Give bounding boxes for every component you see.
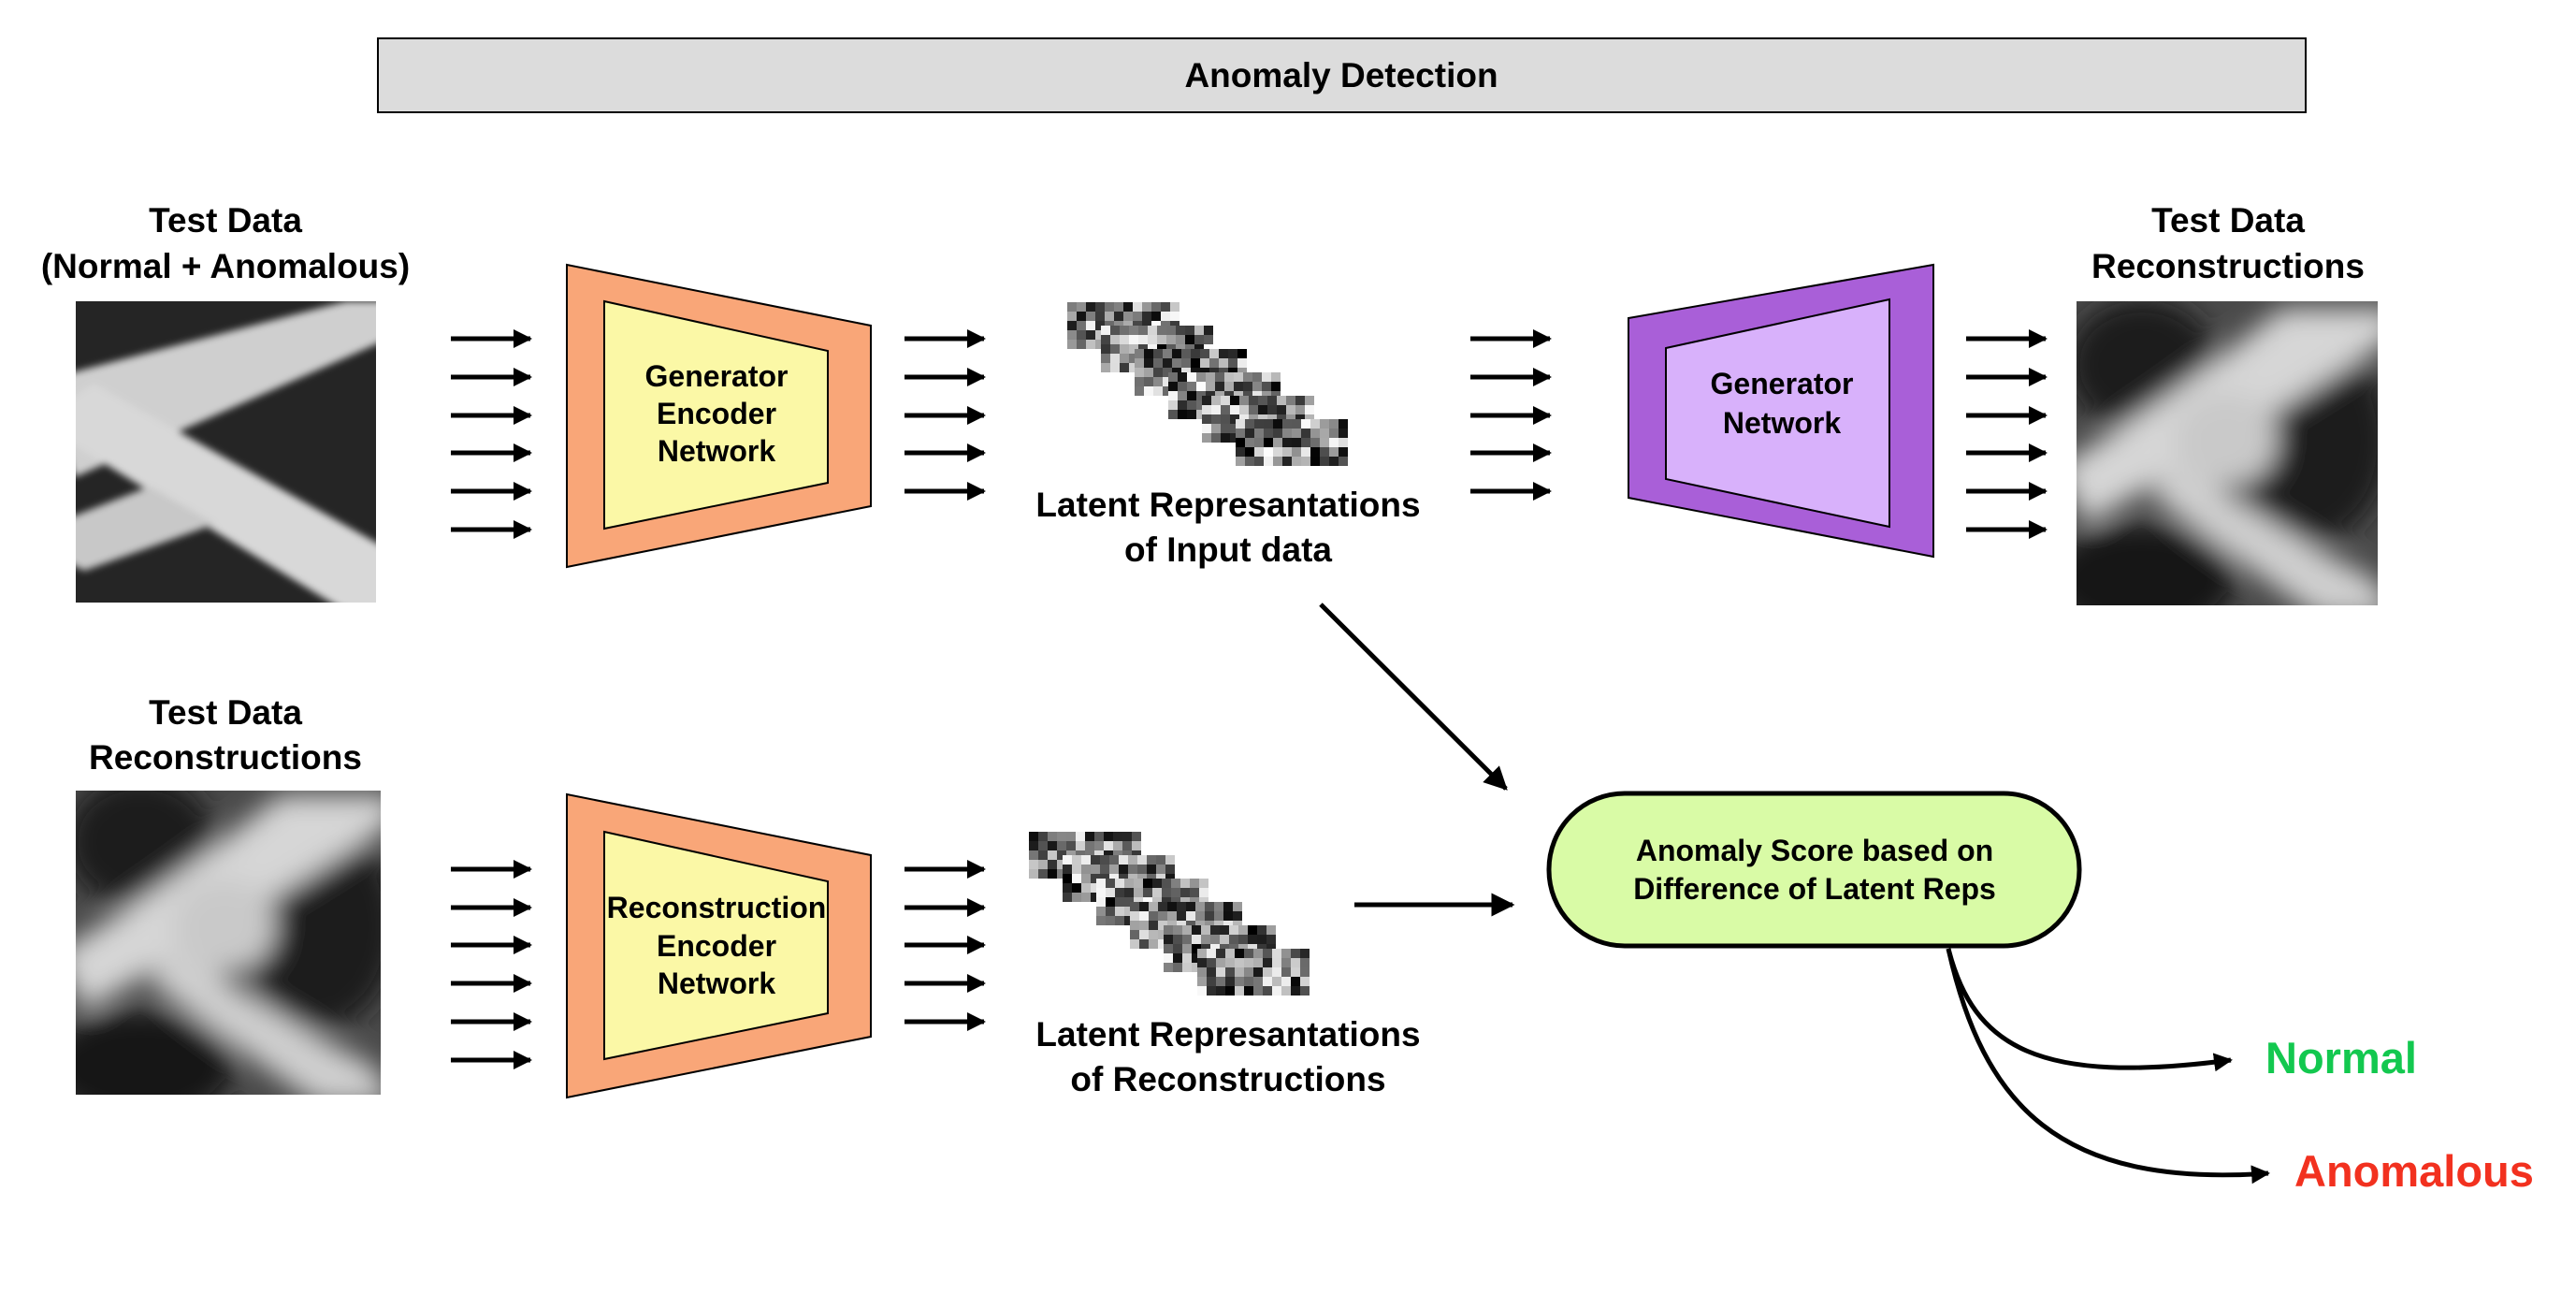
anomalous-label: Anomalous <box>2294 1146 2534 1196</box>
decoder-line1: Generator <box>1711 367 1854 400</box>
top-input-label: Test Data (Normal + Anomalous) <box>41 201 410 285</box>
top-output-label-line1: Test Data <box>2151 201 2305 240</box>
latent-top-label-line2: of Input data <box>1124 530 1332 569</box>
bottom-input-label-line2: Reconstructions <box>89 738 362 777</box>
encoder-top-line1: Generator <box>645 359 789 393</box>
banner-box <box>377 37 2307 113</box>
latent-bottom-label-line1: Latent Represantations <box>1035 1015 1420 1054</box>
anomaly-score-box: Anomaly Score based on Difference of Lat… <box>1546 791 2082 949</box>
arrows-encoder-to-latent-bottom <box>904 860 986 1031</box>
top-output-label: Test Data Reconstructions <box>2091 201 2365 285</box>
arrows-encoder-to-latent-top <box>904 329 986 501</box>
score-label-line1: Anomaly Score based on <box>1636 834 1993 867</box>
latent-bottom-label: Latent Represantations of Reconstruction… <box>1035 1015 1420 1098</box>
generator-encoder-network: Generator Encoder Network <box>566 263 872 569</box>
reconstruction-encoder-network: Reconstruction Encoder Network <box>566 792 872 1099</box>
latent-representations-input <box>1067 302 1348 466</box>
decoder-line2: Network <box>1723 406 1841 440</box>
arrows-input-to-encoder-top <box>451 329 532 539</box>
top-input-label-line1: Test Data <box>149 201 302 240</box>
score-label-line2: Difference of Latent Reps <box>1633 872 1996 906</box>
encoder-inner-bottom <box>603 830 829 1061</box>
encoder-top-line3: Network <box>658 434 775 468</box>
arrows-decoder-to-output-top <box>1966 329 2048 539</box>
latent-representations-reconstructions <box>1029 832 1310 996</box>
bottom-input-label-line1: Test Data <box>149 693 302 732</box>
top-output-label-line2: Reconstructions <box>2091 247 2365 285</box>
latent-top-label-line1: Latent Represantations <box>1035 486 1420 524</box>
arrow-latent-top-to-score <box>1319 603 1508 791</box>
encoder-bottom-line3: Network <box>658 966 775 1000</box>
arrow-to-anomalous <box>1946 948 2270 1184</box>
reconstruction-image-bottom <box>76 791 381 1095</box>
top-input-label-line2: (Normal + Anomalous) <box>41 247 410 285</box>
encoder-top-line2: Encoder <box>657 397 776 430</box>
generator-network: Generator Network <box>1628 263 1934 559</box>
normal-label: Normal <box>2265 1033 2417 1083</box>
arrows-latent-to-decoder-top <box>1470 329 1552 501</box>
test-data-image <box>76 301 376 603</box>
score-pill <box>1546 791 2082 949</box>
bottom-input-label: Test Data Reconstructions <box>89 693 362 777</box>
decoder-inner <box>1665 298 1890 529</box>
encoder-inner-top <box>603 299 829 530</box>
encoder-bottom-line1: Reconstruction <box>607 891 827 924</box>
encoder-bottom-line2: Encoder <box>657 929 776 963</box>
arrows-input-to-encoder-bottom <box>451 860 532 1069</box>
latent-bottom-label-line2: of Reconstructions <box>1070 1060 1385 1098</box>
latent-top-label: Latent Represantations of Input data <box>1035 486 1420 569</box>
arrow-to-normal <box>1946 948 2233 1072</box>
banner: Anomaly Detection <box>377 37 2307 113</box>
reconstruction-image-top <box>2077 301 2378 605</box>
banner-title: Anomaly Detection <box>1184 56 1498 94</box>
